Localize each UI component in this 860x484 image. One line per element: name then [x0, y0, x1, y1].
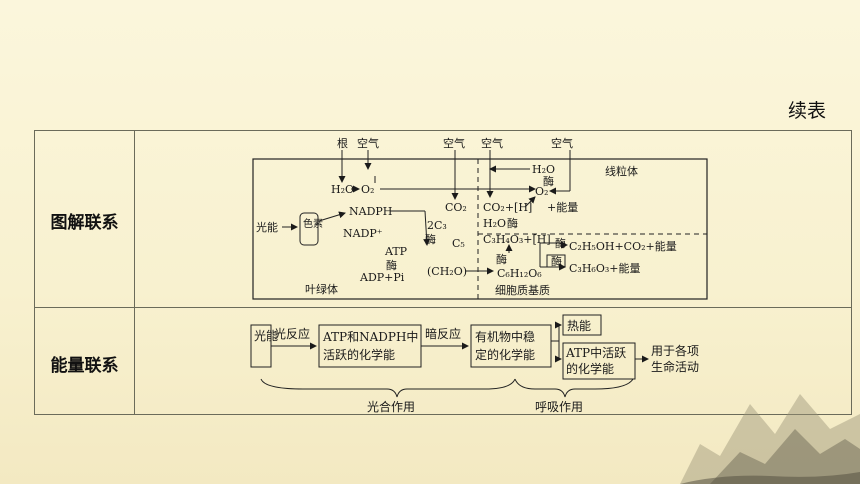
flow-atp-energy-2: 的化学能	[566, 361, 614, 376]
enzyme-top: 酶	[543, 175, 554, 188]
ch2o: (CH₂O)	[427, 265, 467, 278]
enzyme-atp: 酶	[386, 259, 397, 272]
adp-pi: ADP+Pi	[359, 271, 405, 284]
flow-light-reaction: 光反应	[274, 326, 310, 341]
nadp: NADP⁺	[343, 227, 383, 240]
enzyme-krebs: 酶	[507, 217, 518, 230]
h2o-top: H₂O	[532, 163, 555, 176]
pigment-label: 色素	[303, 217, 323, 230]
label-air-1: 空气	[357, 136, 379, 150]
o2-chloroplast: O₂	[361, 183, 374, 196]
box-stable-energy	[470, 324, 552, 368]
flow-respiration: 呼吸作用	[535, 400, 583, 414]
chloroplast-label: 叶绿体	[305, 282, 338, 296]
flow-photosynthesis: 光合作用	[367, 399, 415, 414]
box-heat	[562, 314, 602, 336]
c6h12o6: C₆H₁₂O₆	[497, 267, 542, 280]
ink-landscape-decoration	[680, 394, 860, 484]
co2-chloroplast: CO₂	[445, 201, 467, 214]
h2o-chloroplast: H₂O	[331, 183, 354, 196]
box-atp-energy	[562, 342, 636, 380]
content-table: 图解联系 能量联系 根 空气 空气 空气 空气	[34, 130, 852, 415]
flow-heat: 热能	[567, 319, 591, 333]
c3: 2C₃	[427, 219, 447, 232]
label-root: 根	[337, 136, 348, 150]
row-divider	[35, 307, 851, 308]
light-energy: 光能	[256, 220, 278, 234]
flow-atp-nadph-2: 活跃的化学能	[323, 347, 395, 362]
enzyme-calvin: 酶	[425, 233, 436, 246]
o2-mito: O₂	[535, 185, 548, 198]
row-label-diagram: 图解联系	[50, 213, 119, 233]
nadph: NADPH	[349, 205, 392, 218]
metabolism-diagram: 根 空气 空气 空气 空气 H₂O O₂ H₂O 酶 线粒体 O₂ +能量	[250, 136, 708, 414]
c5: C₅	[452, 237, 465, 250]
cytoplasm-label: 细胞质基质	[495, 284, 550, 297]
atp: ATP	[384, 245, 408, 258]
flow-atp-nadph-1: ATP和NADPH中	[322, 329, 418, 344]
ethanol-product: C₂H₅OH+CO₂+能量	[569, 239, 677, 253]
label-air-3: 空气	[481, 136, 503, 150]
enzyme-glycolysis: 酶	[496, 253, 507, 266]
continued-label: 续表	[787, 100, 826, 122]
flow-stable-2: 定的化学能	[475, 347, 535, 362]
mitochondria-label: 线粒体	[605, 164, 638, 178]
diagram-frame	[252, 158, 708, 300]
flow-light: 光能	[254, 329, 278, 343]
flow-stable-1: 有机物中稳	[475, 329, 535, 344]
h2o-enzyme: H₂O	[483, 217, 506, 230]
co2-h: CO₂+[H]	[483, 201, 532, 214]
c3h4o3-h: C₃H₄O₃+[H]	[483, 233, 551, 246]
row-label-energy: 能量联系	[50, 356, 119, 376]
column-divider	[134, 131, 135, 414]
flow-atp-energy-1: ATP中活跃	[565, 345, 626, 360]
pigment-box	[299, 212, 319, 246]
label-air-2: 空气	[443, 136, 465, 150]
flow-dark-reaction: 暗反应	[425, 326, 461, 341]
energy-mito: +能量	[547, 200, 578, 214]
flow-usage-1: 用于各项	[651, 343, 699, 358]
flow-usage-2: 生命活动	[651, 359, 699, 374]
lactic-product: C₃H₆O₃+能量	[569, 261, 640, 275]
label-air-4: 空气	[551, 136, 573, 150]
enzyme-lactic: 酶	[551, 255, 562, 268]
